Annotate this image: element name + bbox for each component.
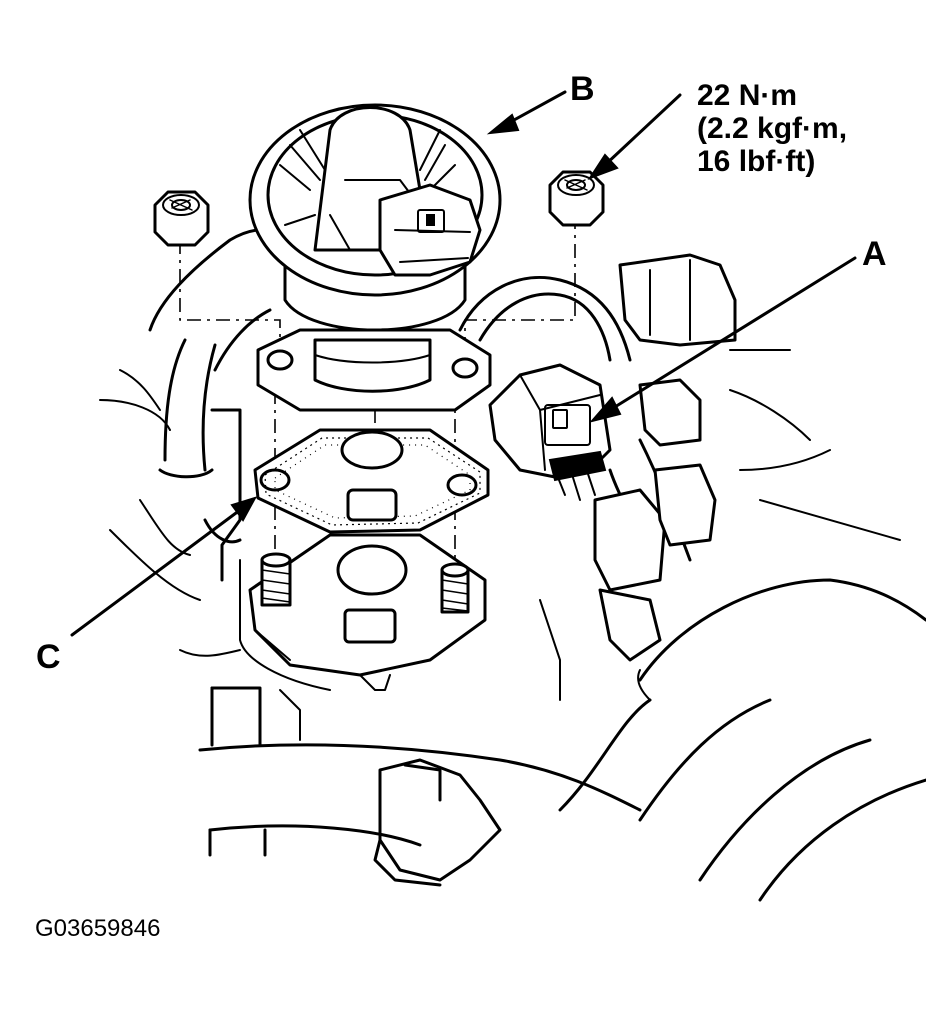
figure-id: G03659846 [35,915,160,942]
leader-c [70,496,258,637]
flange-nut-right [548,170,605,227]
flange-nut-left [153,190,210,247]
leader-torque [587,93,682,180]
stud-left [260,552,292,607]
intake-mounting-flange [248,533,487,691]
callout-c: C [36,638,61,676]
callout-a: A [862,235,887,273]
connector-a [488,363,612,501]
engine-background [99,228,926,902]
stud-right [440,562,470,614]
torque-spec-line2: (2.2 kgf·m, [697,112,847,145]
gasket [253,428,490,534]
torque-spec-line3: 16 lbf·ft) [697,145,815,178]
callout-b: B [570,70,595,108]
egr-valve [248,103,502,412]
leader-a [589,256,857,423]
torque-spec-line1: 22 N·m [697,79,797,112]
leader-b [486,90,567,135]
